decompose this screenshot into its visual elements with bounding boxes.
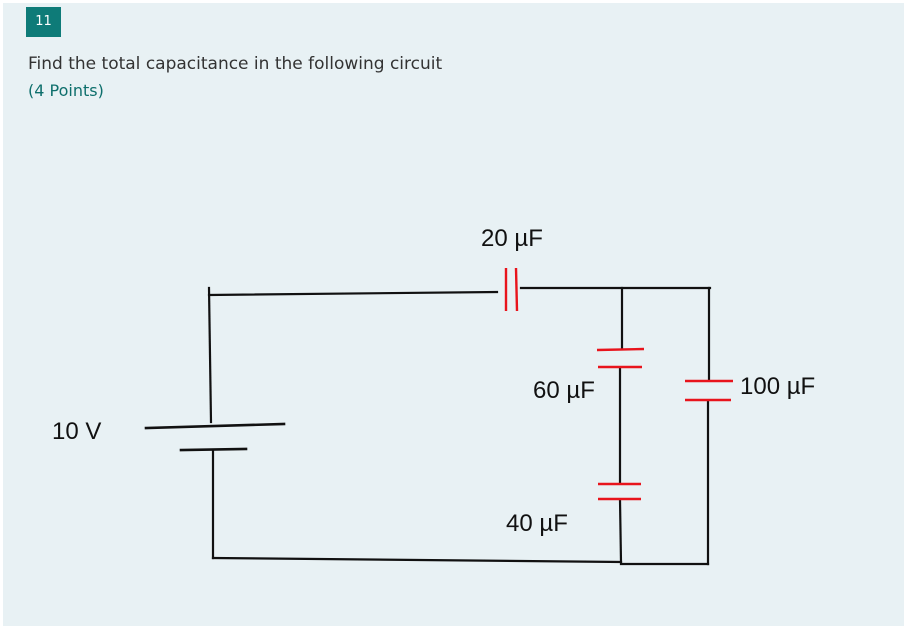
question-number-badge: 11 bbox=[26, 7, 61, 37]
wire-bottom bbox=[211, 556, 623, 564]
question-points: (4 Points) bbox=[28, 81, 104, 100]
wire-top-left bbox=[207, 290, 499, 297]
battery-long-plate bbox=[144, 422, 286, 430]
question-text: Find the total capacitance in the follow… bbox=[28, 54, 443, 74]
wire-left-upper bbox=[207, 286, 213, 424]
c4-label: 100 µF bbox=[740, 373, 815, 400]
c2-plate-top bbox=[596, 347, 645, 352]
battery-short-plate bbox=[179, 447, 248, 452]
circuit-wires bbox=[144, 286, 712, 566]
question-card bbox=[3, 3, 904, 626]
c1-label: 20 µF bbox=[481, 225, 543, 252]
wire-mid-bottom bbox=[618, 498, 623, 564]
source-label: 10 V bbox=[52, 418, 101, 445]
c1-plate-right bbox=[514, 267, 519, 312]
c2-label: 60 µF bbox=[533, 377, 595, 404]
c3-label: 40 µF bbox=[506, 510, 568, 537]
capacitor-plates bbox=[504, 267, 733, 501]
